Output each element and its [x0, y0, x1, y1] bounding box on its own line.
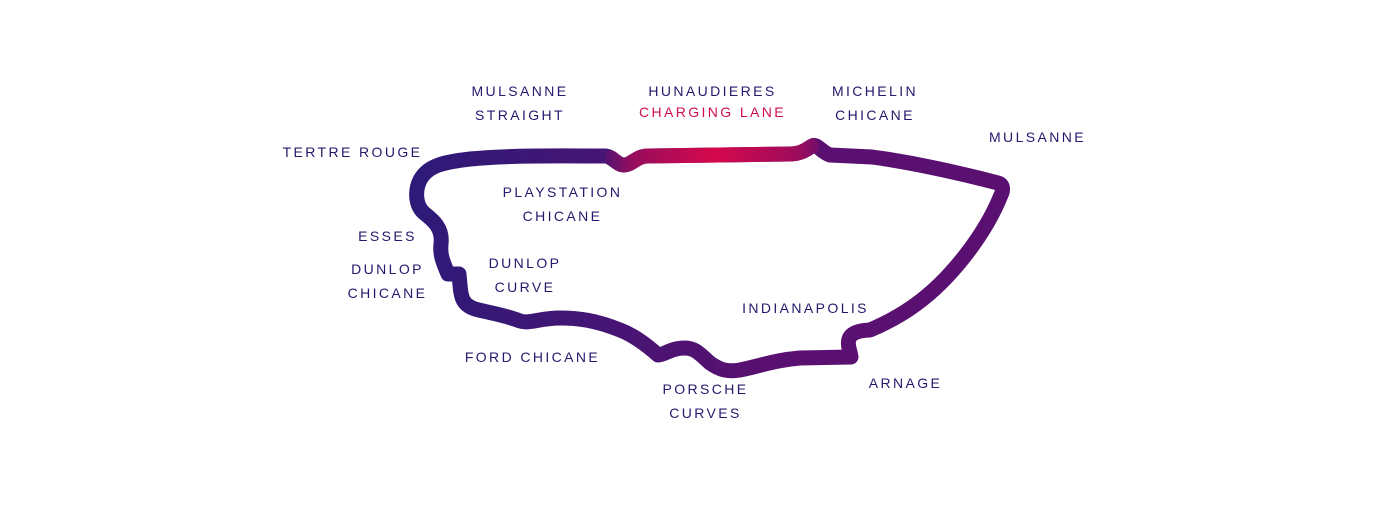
label-dunlop-curve: DUNLOP CURVE [475, 251, 575, 299]
label-line: TERTRE ROUGE [282, 144, 423, 160]
label-line: DUNLOP [351, 261, 424, 277]
label-arnage: ARNAGE [858, 371, 953, 395]
label-indianapolis: INDIANAPOLIS [728, 296, 883, 320]
label-line: MULSANNE [471, 83, 569, 99]
label-line: HUNAUDIERES [648, 83, 777, 99]
label-line: CHICANE [347, 285, 428, 301]
label-line: CHICANE [835, 107, 915, 123]
label-line: MICHELIN [831, 83, 919, 99]
label-line: DUNLOP [488, 255, 562, 271]
label-line: PLAYSTATION [502, 184, 623, 200]
label-line: ARNAGE [868, 375, 943, 391]
label-hunaudieres: HUNAUDIERES CHARGING LANE [625, 79, 800, 124]
label-line: FORD CHICANE [464, 349, 601, 365]
label-tertre-rouge: TERTRE ROUGE [270, 140, 435, 164]
label-michelin-chicane: MICHELIN CHICANE [815, 79, 935, 127]
label-line: PORSCHE [662, 381, 749, 397]
label-ford-chicane: FORD CHICANE [450, 345, 615, 369]
label-dunlop-chicane: DUNLOP CHICANE [335, 257, 440, 305]
label-line: ESSES [358, 228, 417, 244]
label-mulsanne: MULSANNE [975, 125, 1100, 149]
charging-lane-highlight [604, 138, 820, 173]
label-line: STRAIGHT [475, 107, 565, 123]
label-line-charging-lane: CHARGING LANE [638, 104, 787, 120]
label-mulsanne-straight: MULSANNE STRAIGHT [455, 79, 585, 127]
label-line: MULSANNE [989, 129, 1086, 145]
label-playstation-chicane: PLAYSTATION CHICANE [490, 180, 635, 228]
label-line: CURVE [494, 279, 556, 295]
label-esses: ESSES [345, 224, 430, 248]
circuit-track-line [409, 138, 1011, 379]
label-line: INDIANAPOLIS [742, 300, 869, 316]
label-line: CURVES [669, 405, 742, 421]
label-porsche-curves: PORSCHE CURVES [648, 377, 763, 425]
label-line: CHICANE [522, 208, 603, 224]
